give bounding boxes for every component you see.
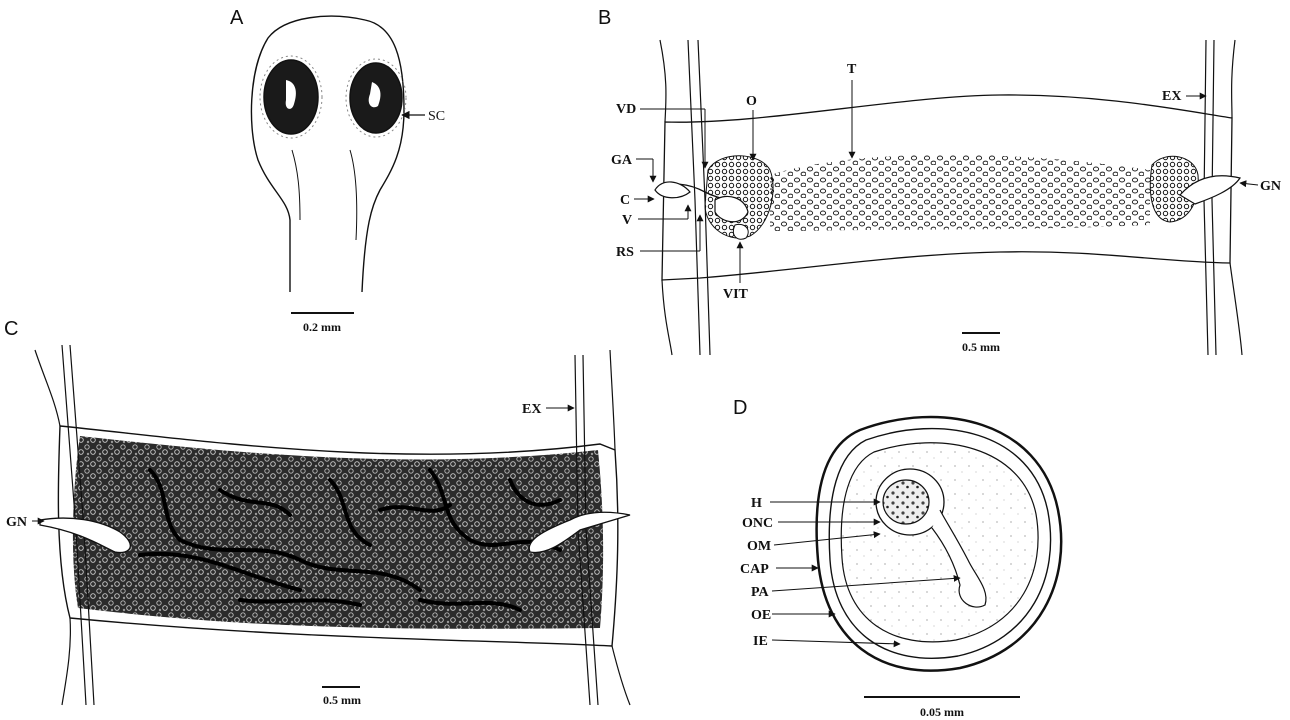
panel-b: B VD O T EX GA: [598, 7, 1281, 355]
panel-a-letter: A: [230, 7, 244, 29]
inner-envelope: [841, 443, 1038, 642]
oncosphere-core: [883, 480, 929, 524]
testes-field: [770, 155, 1150, 232]
label-rs: RS: [616, 245, 634, 260]
label-sc: SC: [428, 109, 445, 124]
label-cap: CAP: [740, 562, 769, 577]
label-pa: PA: [751, 585, 770, 600]
label-gn-b: GN: [1260, 179, 1281, 194]
label-oe: OE: [751, 608, 771, 623]
panel-d-letter: D: [733, 397, 747, 419]
scolex-outline: [251, 16, 404, 292]
panel-a: A SC 0.2 mm: [230, 7, 445, 334]
label-v: V: [622, 213, 632, 228]
panel-d: D H ONC OM CAP PA OE IE 0.05 mm: [733, 397, 1061, 719]
label-gn-c: GN: [6, 515, 27, 530]
scale-label-b: 0.5 mm: [962, 340, 1000, 354]
label-om: OM: [747, 539, 771, 554]
label-h: H: [751, 496, 762, 511]
scolex-inner-line: [292, 150, 357, 240]
scale-label-c: 0.5 mm: [323, 693, 361, 707]
label-o: O: [746, 94, 757, 109]
panel-c-letter: C: [4, 318, 18, 340]
label-t: T: [847, 62, 857, 77]
label-vit: VIT: [723, 287, 749, 302]
label-onc: ONC: [742, 516, 773, 531]
label-ex-c: EX: [522, 402, 541, 417]
scale-label-d: 0.05 mm: [920, 705, 964, 719]
scale-label-a: 0.2 mm: [303, 320, 341, 334]
label-ex-b: EX: [1162, 89, 1181, 104]
panel-c: C EX GN 0.5 mm: [4, 318, 630, 707]
label-ga: GA: [611, 153, 633, 168]
label-vd: VD: [616, 102, 636, 117]
label-ie: IE: [753, 634, 768, 649]
panel-b-letter: B: [598, 7, 611, 29]
label-c: C: [620, 193, 630, 208]
